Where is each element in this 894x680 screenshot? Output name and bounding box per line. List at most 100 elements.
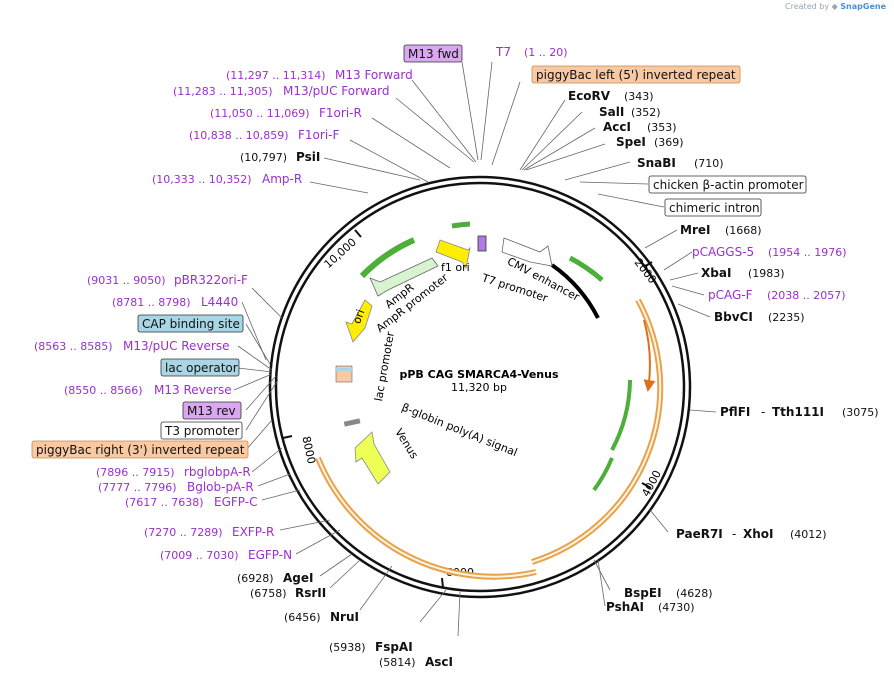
green-arc-right — [610, 379, 632, 451]
pcagf-name[interactable]: pCAG-F — [708, 288, 753, 302]
snabi-pos: (710) — [694, 157, 724, 170]
bglob-name[interactable]: Bglob-pA-R — [187, 480, 254, 494]
l4440-range: (8781 .. 8798) — [112, 296, 191, 309]
sali-pos: (352) — [631, 106, 661, 119]
xbai-pos: (1983) — [748, 267, 785, 280]
egfpc-range: (7617 .. 7638) — [125, 496, 204, 509]
pflfi-name[interactable]: PflFI — [720, 405, 750, 419]
xhoi-name[interactable]: XhoI — [743, 527, 774, 541]
ampr-name[interactable]: Amp-R — [262, 172, 302, 186]
exfpr-name[interactable]: EXFP-R — [232, 525, 274, 539]
cba-promoter-box[interactable] — [648, 175, 807, 194]
leader-lines — [233, 61, 717, 637]
piggybac-right-box[interactable] — [31, 440, 249, 459]
paer7i-name[interactable]: PaeR7I — [676, 527, 723, 541]
m13r-name[interactable]: M13 Reverse — [154, 383, 232, 397]
psii-pos: (10,797) — [240, 151, 287, 164]
feature-arc-smarca4-inner — [531, 299, 662, 563]
green-arc-upper-left — [359, 237, 416, 279]
pcaggs-name[interactable]: pCAGGS-5 — [692, 245, 754, 259]
green-arc-top-right — [568, 255, 604, 282]
m13f-range: (11,297 .. 11,314) — [226, 69, 326, 82]
fspai-pos: (5938) — [329, 641, 366, 654]
pcaggs-range: (1954 .. 1976) — [768, 246, 847, 259]
mrei-name[interactable]: MreI — [680, 223, 710, 237]
tick-10000 — [354, 229, 362, 238]
inner-label-lac-promoter: lac promoter — [372, 330, 397, 402]
paer7i-dash: - — [732, 527, 736, 541]
inner-label-venus: Venus — [392, 426, 421, 461]
chimeric-intron-box[interactable] — [664, 198, 762, 217]
acci-name[interactable]: AccI — [603, 120, 631, 134]
green-arc-lower-right — [592, 457, 614, 492]
credit-prefix: Created by — [785, 2, 830, 11]
m13rev-name[interactable]: M13/pUC Reverse — [123, 339, 230, 353]
rsrii-name[interactable]: RsrII — [295, 586, 326, 600]
cap-binding-site-box[interactable] — [137, 314, 244, 333]
xhoi-pos: (4012) — [790, 528, 827, 541]
piggybac-right-label[interactable]: piggyBac right (3') inverted repeat — [36, 443, 245, 457]
piggybac-left-box[interactable] — [531, 65, 741, 84]
chimeric-intron-label[interactable]: chimeric intron — [669, 201, 760, 215]
black-arc-cmv-region — [550, 263, 600, 319]
t7-primer-name[interactable]: T7 — [495, 45, 511, 59]
lac-operator-label[interactable]: lac operator — [165, 361, 238, 375]
tth111i-name[interactable]: Tth111I — [772, 405, 824, 419]
pflfi-dash: - — [761, 405, 765, 419]
cba-promoter-label[interactable]: chicken β-actin promoter — [653, 178, 804, 192]
asci-pos: (5814) — [379, 656, 416, 669]
rbglob-name[interactable]: rbglobpA-R — [184, 465, 251, 479]
plasmid-name: pPB CAG SMARCA4-Venus — [399, 368, 558, 381]
backbone-outer-ring — [268, 175, 692, 599]
m13puc-name[interactable]: M13/pUC Forward — [283, 84, 390, 98]
pshai-name[interactable]: PshAI — [606, 600, 644, 614]
l4440-name[interactable]: L4440 — [201, 295, 238, 309]
f1r-range: (11,050 .. 11,069) — [210, 107, 310, 120]
t3-promoter-label[interactable]: T3 promoter — [164, 424, 240, 438]
venus-arrow — [354, 431, 391, 485]
pflfi-pos: (3075) — [842, 406, 879, 419]
exfpr-range: (7270 .. 7289) — [144, 526, 223, 539]
tick-8000 — [282, 435, 293, 439]
green-arc-top — [451, 221, 471, 229]
piggybac-left-label[interactable]: piggyBac left (5') inverted repeat — [536, 68, 736, 82]
lac-operator-label-box[interactable] — [160, 358, 240, 377]
f1f-name[interactable]: F1ori-F — [298, 128, 339, 142]
bbvci-name[interactable]: BbvCI — [714, 310, 753, 324]
fspai-name[interactable]: FspAI — [375, 640, 413, 654]
egfpn-range: (7009 .. 7030) — [160, 549, 239, 562]
backbone-inner-ring — [274, 181, 686, 593]
psii-name[interactable]: PsiI — [296, 150, 320, 164]
egfpn-name[interactable]: EGFP-N — [248, 548, 292, 562]
egfpc-name[interactable]: EGFP-C — [214, 495, 257, 509]
m13f-name[interactable]: M13 Forward — [335, 68, 413, 82]
spei-name[interactable]: SpeI — [616, 135, 646, 149]
f1r-name[interactable]: F1ori-R — [319, 106, 362, 120]
sali-name[interactable]: SalI — [599, 105, 624, 119]
asci-name[interactable]: AscI — [425, 655, 453, 669]
ecorv-name[interactable]: EcoRV — [568, 89, 611, 103]
inner-label-ori: ori — [350, 308, 367, 326]
m13-rev-box[interactable] — [182, 401, 242, 420]
m13rev-range: (8563 .. 8585) — [34, 340, 113, 353]
m13-rev-label[interactable]: M13 rev — [187, 404, 236, 418]
cap-binding-site-label[interactable]: CAP binding site — [142, 317, 240, 331]
pbr-name[interactable]: pBR322ori-F — [174, 273, 248, 287]
acci-pos: (353) — [647, 121, 677, 134]
m13-fwd-label[interactable]: M13 fwd — [408, 47, 459, 61]
tick-6000 — [441, 577, 444, 589]
rsrii-pos: (6758) — [250, 587, 287, 600]
xbai-name[interactable]: XbaI — [701, 266, 731, 280]
ecorv-pos: (343) — [624, 90, 654, 103]
agei-name[interactable]: AgeI — [283, 571, 313, 585]
t3-promoter-label-box[interactable] — [160, 421, 243, 440]
inner-label-f1ori: f1 ori — [441, 261, 470, 274]
snabi-name[interactable]: SnaBI — [637, 156, 676, 170]
pbr-range: (9031 .. 9050) — [87, 274, 166, 287]
plasmid-size: 11,320 bp — [451, 381, 507, 394]
m13-fwd-box[interactable] — [403, 44, 463, 63]
bspei-name[interactable]: BspEI — [624, 586, 662, 600]
bbvci-pos: (2235) — [768, 311, 805, 324]
f1-ori-arrow — [435, 239, 471, 270]
nrui-name[interactable]: NruI — [330, 610, 359, 624]
